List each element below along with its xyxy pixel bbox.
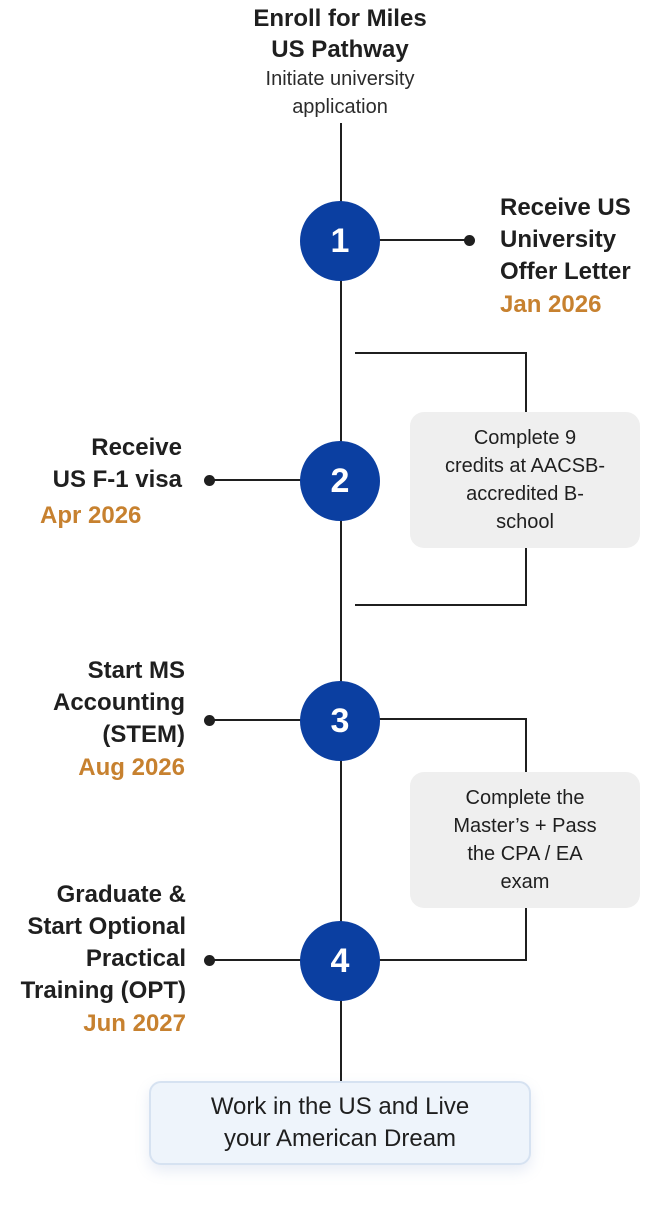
- step-2-label: Receive US F-1 visa: [20, 432, 182, 496]
- step-2-date: Apr 2026: [40, 502, 142, 529]
- start-heading: Enroll for Miles US Pathway Initiate uni…: [190, 3, 490, 121]
- step-2-circle: 2: [300, 441, 380, 521]
- step-3-line-2: Accounting: [53, 689, 185, 716]
- step-3-4-note-line-1: Complete the: [465, 787, 585, 809]
- final-goal-box: Work in the US and Live your American Dr…: [149, 1081, 531, 1165]
- step-1-date: Jan 2026: [500, 291, 602, 318]
- step-2-note-line-4: school: [496, 511, 554, 533]
- step-4-dot: [204, 955, 215, 966]
- step-3-4-note-line-4: exam: [500, 871, 550, 893]
- step-1-circle: 1: [300, 201, 380, 281]
- step-3-circle: 3: [300, 681, 380, 761]
- timeline-line: [340, 123, 342, 1083]
- step-4-connector: [210, 959, 304, 961]
- step-2-note: Complete 9 credits at AACSB- accredited …: [410, 412, 640, 548]
- step-4-circle: 4: [300, 921, 380, 1001]
- step-4-line-3: Practical: [85, 945, 186, 972]
- step-4-line-2: Start Optional: [27, 913, 186, 940]
- step-1-line-2: University: [500, 226, 617, 253]
- step-1-label: Receive US University Offer Letter Jan 2…: [500, 192, 663, 320]
- step-4-date: Jun 2027: [83, 1010, 186, 1037]
- step-2-connector: [210, 479, 304, 481]
- step-1-line-3: Offer Letter: [500, 258, 631, 285]
- step-2-dot: [204, 475, 215, 486]
- start-title-line-2: US Pathway: [271, 36, 409, 63]
- step-3-4-note-line-2: Master’s + Pass: [453, 815, 597, 837]
- start-subtitle-line-1: Initiate university: [265, 68, 415, 90]
- step-4-line-4: Training (OPT): [20, 977, 186, 1004]
- final-goal-line-2: your American Dream: [223, 1125, 457, 1152]
- step-3-date: Aug 2026: [78, 754, 185, 781]
- step-3-dot: [204, 715, 215, 726]
- step-3-4-note-line-3: the CPA / EA: [467, 843, 583, 865]
- step-2-line-1: Receive: [91, 434, 182, 461]
- step-3-connector: [210, 719, 304, 721]
- step-3-label: Start MS Accounting (STEM) Aug 2026: [10, 655, 185, 783]
- step-2-note-line-2: credits at AACSB-: [444, 455, 606, 477]
- step-2-note-line-3: accredited B-: [466, 483, 584, 505]
- step-4-line-1: Graduate &: [56, 881, 186, 908]
- step-4-label: Graduate & Start Optional Practical Trai…: [0, 879, 186, 1039]
- step-3-line-3: (STEM): [102, 721, 185, 748]
- step-1-dot: [464, 235, 475, 246]
- step-2-note-line-1: Complete 9: [473, 427, 577, 449]
- step-2-line-2: US F-1 visa: [52, 466, 182, 493]
- final-goal-line-1: Work in the US and Live: [210, 1093, 470, 1120]
- step-3-4-note: Complete the Master’s + Pass the CPA / E…: [410, 772, 640, 908]
- start-subtitle-line-2: application: [292, 96, 388, 118]
- step-1-line-1: Receive US: [500, 194, 631, 221]
- step-3-line-1: Start MS: [87, 657, 185, 684]
- start-title-line-1: Enroll for Miles: [253, 5, 427, 32]
- step-1-connector: [376, 239, 470, 241]
